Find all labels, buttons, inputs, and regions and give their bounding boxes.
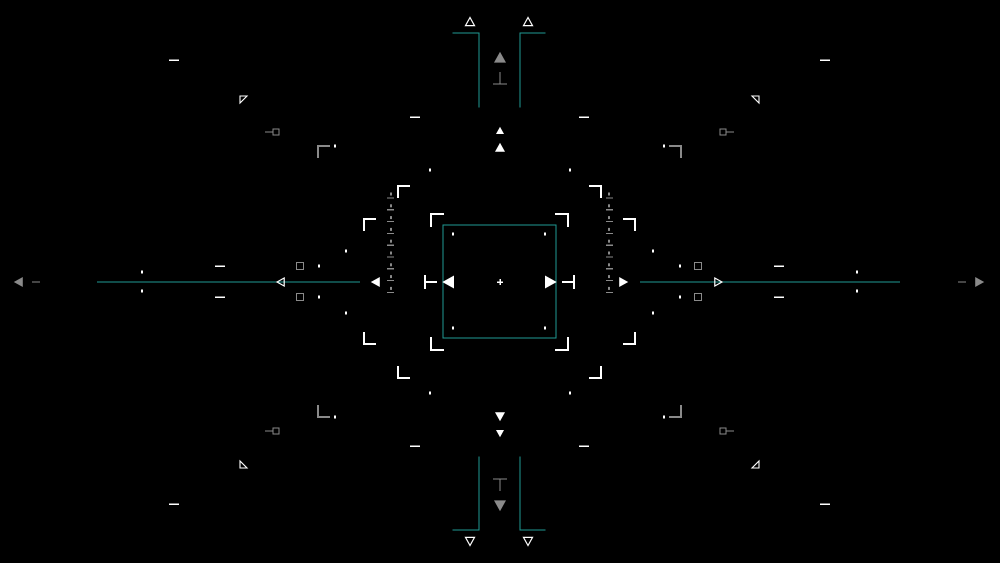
- triangle-right-icon: [619, 276, 629, 288]
- square-marker-icon: [295, 292, 305, 302]
- bracket-corner-icon: [555, 213, 569, 227]
- ladder-dot: [390, 251, 392, 255]
- square-marker-icon: [272, 128, 280, 136]
- triangle-down-icon: [495, 430, 505, 438]
- dot-marker: [141, 289, 143, 293]
- dot-marker: [569, 168, 571, 172]
- bracket-corner-icon: [555, 337, 569, 351]
- top-right-rail: [519, 32, 546, 108]
- bracket-corner-icon: [397, 185, 410, 198]
- dot-marker: [318, 264, 320, 268]
- triangle-down-icon: [494, 412, 506, 422]
- square-marker-icon: [295, 261, 305, 271]
- triangle-up-icon: [493, 51, 507, 63]
- corner-triangle-icon: [750, 459, 760, 469]
- ladder-dot: [390, 192, 392, 196]
- dot-marker: [652, 249, 654, 253]
- bracket-corner-icon: [589, 185, 602, 198]
- triangle-left-icon: [370, 276, 380, 288]
- bracket-corner-icon: [589, 366, 602, 379]
- triangle-down-icon: [522, 536, 534, 547]
- triangle-left-icon: [275, 276, 285, 288]
- chevron-arrow-icon: [975, 276, 985, 288]
- bracket-corner-icon: [669, 145, 682, 158]
- ladder-dot: [608, 227, 610, 231]
- ladder-dot: [608, 239, 610, 243]
- bracket-corner-icon: [363, 332, 376, 345]
- frame-dot: [452, 232, 454, 236]
- ladder-dot: [608, 263, 610, 267]
- dot-marker: [856, 289, 858, 293]
- ladder-dot: [608, 275, 610, 279]
- bracket-corner-icon: [363, 218, 376, 231]
- bracket-corner-icon: [317, 145, 330, 158]
- dot-marker: [345, 249, 347, 253]
- bracket-corner-icon: [623, 332, 636, 345]
- triangle-right-icon: [714, 276, 724, 288]
- dot-marker: [856, 270, 858, 274]
- bracket-corner-icon: [623, 218, 636, 231]
- dot-marker: [679, 264, 681, 268]
- dot-marker: [345, 311, 347, 315]
- ladder-dot: [390, 275, 392, 279]
- top-left-rail: [452, 32, 480, 108]
- frame-dot: [544, 232, 546, 236]
- triangle-right-icon: [544, 275, 557, 289]
- square-marker-icon: [719, 128, 727, 136]
- ladder-dot: [390, 239, 392, 243]
- triangle-up-icon: [494, 142, 506, 152]
- ladder-dot: [390, 227, 392, 231]
- dot-marker: [569, 391, 571, 395]
- dot-marker: [652, 311, 654, 315]
- ladder-dot: [390, 204, 392, 208]
- dot-marker: [141, 270, 143, 274]
- bracket-corner-icon: [397, 366, 410, 379]
- ladder-dot: [390, 286, 392, 290]
- corner-dot: [663, 144, 665, 148]
- triangle-left-icon: [442, 275, 454, 289]
- square-marker-icon: [719, 427, 727, 435]
- ladder-dot: [390, 216, 392, 220]
- frame-dot: [544, 326, 546, 330]
- corner-dot: [663, 415, 665, 419]
- triangle-up-icon: [522, 16, 534, 27]
- bottom-right-rail: [519, 456, 546, 531]
- corner-triangle-icon: [239, 459, 249, 469]
- triangle-up-icon: [464, 16, 476, 27]
- triangle-down-icon: [493, 500, 507, 512]
- ladder-dot: [608, 286, 610, 290]
- dot-marker: [429, 168, 431, 172]
- frame-dot: [452, 326, 454, 330]
- triangle-up-icon: [495, 126, 505, 134]
- dot-marker: [679, 295, 681, 299]
- bottom-left-rail: [452, 456, 480, 531]
- bracket-corner-icon: [669, 405, 682, 418]
- ladder-dot: [608, 251, 610, 255]
- ladder-dot: [608, 204, 610, 208]
- bracket-corner-icon: [317, 405, 330, 418]
- triangle-down-icon: [464, 536, 476, 547]
- ladder-dot: [608, 192, 610, 196]
- center-frame: [442, 224, 557, 339]
- ladder-dot: [608, 216, 610, 220]
- bracket-corner-icon: [430, 213, 444, 227]
- dot-marker: [318, 295, 320, 299]
- chevron-arrow-icon: [13, 276, 23, 288]
- hud-root: [13, 16, 985, 547]
- corner-triangle-icon: [750, 95, 760, 105]
- ladder-dot: [390, 263, 392, 267]
- square-marker-icon: [272, 427, 280, 435]
- corner-dot: [334, 415, 336, 419]
- dot-marker: [429, 391, 431, 395]
- corner-dot: [334, 144, 336, 148]
- bracket-corner-icon: [430, 337, 444, 351]
- corner-triangle-icon: [239, 95, 249, 105]
- square-marker-icon: [693, 292, 703, 302]
- square-marker-icon: [693, 261, 703, 271]
